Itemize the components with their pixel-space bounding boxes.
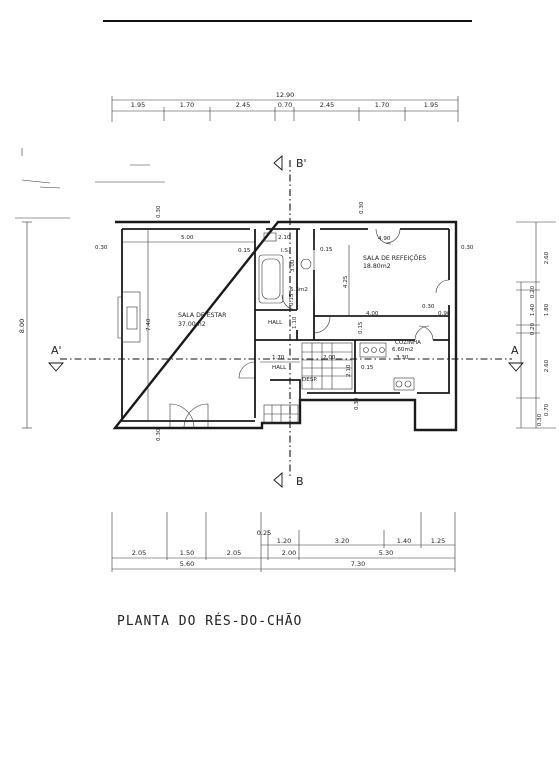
- washbasin: [300, 258, 312, 270]
- dim-top-seg-2: 1.70: [180, 101, 194, 109]
- interior-dimensions: 0.30 0.30 5.00 0.15 2.10 3.00 0.15 0.30 …: [95, 201, 474, 441]
- dim-top-seg-7: 1.95: [424, 101, 438, 109]
- section-cuts: A' A B' B: [48, 155, 524, 488]
- dim-right-1: 2.60: [544, 251, 550, 264]
- svg-text:7.40: 7.40: [146, 318, 152, 331]
- bottom-dimension-chains: 0.25 1.20 3.20 1.40 1.25 2.05 1.50 2.05 …: [111, 512, 456, 572]
- svg-text:0.30: 0.30: [156, 428, 162, 441]
- room-sala-refeicoes-area: 18.80m2: [363, 263, 391, 270]
- doors: [169, 228, 450, 429]
- section-b-top-arrow-icon: [273, 155, 283, 171]
- svg-text:0.15: 0.15: [289, 293, 295, 306]
- dim-right-4: 1.80: [544, 303, 550, 316]
- section-label-b-top: B': [296, 157, 307, 170]
- svg-text:3.30: 3.30: [396, 355, 409, 361]
- dim-top-seg-6: 1.70: [375, 101, 389, 109]
- dim-bottom-r1-4: 1.40: [397, 537, 411, 545]
- dim-bottom-r1-5: 1.25: [431, 537, 445, 545]
- dim-bottom-r1-3: 3.20: [335, 537, 349, 545]
- plan-title: PLANTA DO RÉS-DO-CHÃO: [117, 614, 303, 629]
- svg-text:3.00: 3.00: [290, 259, 296, 272]
- section-label-b-bottom: B: [296, 475, 304, 488]
- svg-text:0.90: 0.90: [438, 311, 451, 317]
- dim-bottom-r3-1: 5.60: [180, 560, 194, 568]
- section-b-bottom-arrow-icon: [273, 472, 283, 488]
- dim-bottom-r3-2: 7.30: [351, 560, 365, 568]
- svg-text:0.30: 0.30: [461, 245, 474, 251]
- staircase: [301, 342, 353, 390]
- dim-right-5: 0.20: [530, 322, 536, 335]
- dim-bottom-r2-1: 2.05: [132, 549, 146, 557]
- dim-bottom-r2-4: 2.00: [282, 549, 296, 557]
- dim-bottom-r1-2: 1.20: [277, 537, 291, 545]
- floor-plan: [112, 220, 458, 432]
- dim-top-seg-5: 2.45: [320, 101, 334, 109]
- svg-text:1.10: 1.10: [292, 316, 298, 329]
- right-dimension-chain: 2.60 0.20 1.40 1.80 0.20 2.60 0.30 0.70: [516, 221, 556, 429]
- section-a-right-arrow-icon: [508, 362, 524, 372]
- dim-bottom-r2-3: 2.05: [227, 549, 241, 557]
- stray-marks: [15, 148, 165, 219]
- entry-paving: [263, 404, 299, 424]
- toilet: [263, 232, 277, 242]
- dim-top-seg-1: 1.95: [131, 101, 145, 109]
- svg-text:0.30: 0.30: [422, 304, 435, 310]
- room-labels: SALA DE ESTAR 37.00m2 SALA DE REFEIÇÕES …: [178, 248, 426, 383]
- svg-text:0.15: 0.15: [361, 365, 374, 371]
- room-sala-estar-name: SALA DE ESTAR: [178, 312, 227, 319]
- fireplace: [117, 291, 141, 343]
- svg-text:0.15: 0.15: [238, 248, 251, 254]
- svg-text:2.10: 2.10: [346, 364, 352, 377]
- dim-bottom-r1-1: 0.25: [257, 529, 271, 537]
- kitchen-counter: [359, 342, 415, 391]
- dim-right-2: 0.20: [530, 285, 536, 298]
- dim-bottom-r2-2: 1.50: [180, 549, 194, 557]
- left-dimension: 8.00: [18, 221, 32, 429]
- dim-total-depth: 8.00: [18, 319, 26, 333]
- dim-total-width: 12.90: [276, 91, 295, 99]
- svg-text:0.30: 0.30: [156, 205, 162, 218]
- room-hall-1: HALL: [268, 320, 283, 326]
- dim-bottom-r2-5: 5.30: [379, 549, 393, 557]
- svg-text:0.15: 0.15: [358, 321, 364, 334]
- room-is-area: 6.3m2: [290, 287, 308, 293]
- section-label-a-left: A': [51, 344, 62, 357]
- room-hall-2: HALL: [272, 365, 287, 371]
- room-desp: DESP.: [302, 377, 318, 383]
- svg-text:0.30: 0.30: [95, 245, 108, 251]
- dim-right-7: 0.30: [537, 413, 543, 426]
- room-sala-estar-area: 37.00m2: [178, 321, 206, 328]
- svg-text:0.15: 0.15: [320, 247, 333, 253]
- dim-right-3: 1.40: [530, 303, 536, 316]
- dim-top-seg-3: 2.45: [236, 101, 250, 109]
- svg-text:0.30: 0.30: [359, 201, 365, 214]
- room-is-name: I.S.: [281, 248, 290, 254]
- svg-text:5.00: 5.00: [181, 235, 194, 241]
- dim-right-8: 0.70: [544, 403, 550, 416]
- room-cozinha-area: 6.60m2: [392, 347, 413, 353]
- svg-text:4.90: 4.90: [378, 236, 391, 242]
- section-a-left-arrow-icon: [48, 362, 64, 372]
- room-cozinha-name: COZINHA: [395, 340, 421, 346]
- svg-text:2.00: 2.00: [323, 355, 336, 361]
- room-sala-refeicoes-name: SALA DE REFEIÇÕES: [363, 253, 426, 262]
- svg-text:1.70: 1.70: [272, 355, 285, 361]
- svg-text:4.00: 4.00: [366, 311, 379, 317]
- top-dimension-chain: 12.90 1.95 1.70 2.45 0.70 2.45 1.70 1.95: [111, 91, 459, 122]
- dim-right-6: 2.60: [544, 359, 550, 372]
- svg-text:0.30: 0.30: [354, 397, 360, 410]
- bathtub: [258, 254, 284, 304]
- section-label-a-right: A: [511, 344, 519, 357]
- dim-top-seg-4: 0.70: [278, 101, 292, 109]
- svg-text:2.10: 2.10: [278, 235, 291, 241]
- svg-text:4.25: 4.25: [343, 275, 349, 288]
